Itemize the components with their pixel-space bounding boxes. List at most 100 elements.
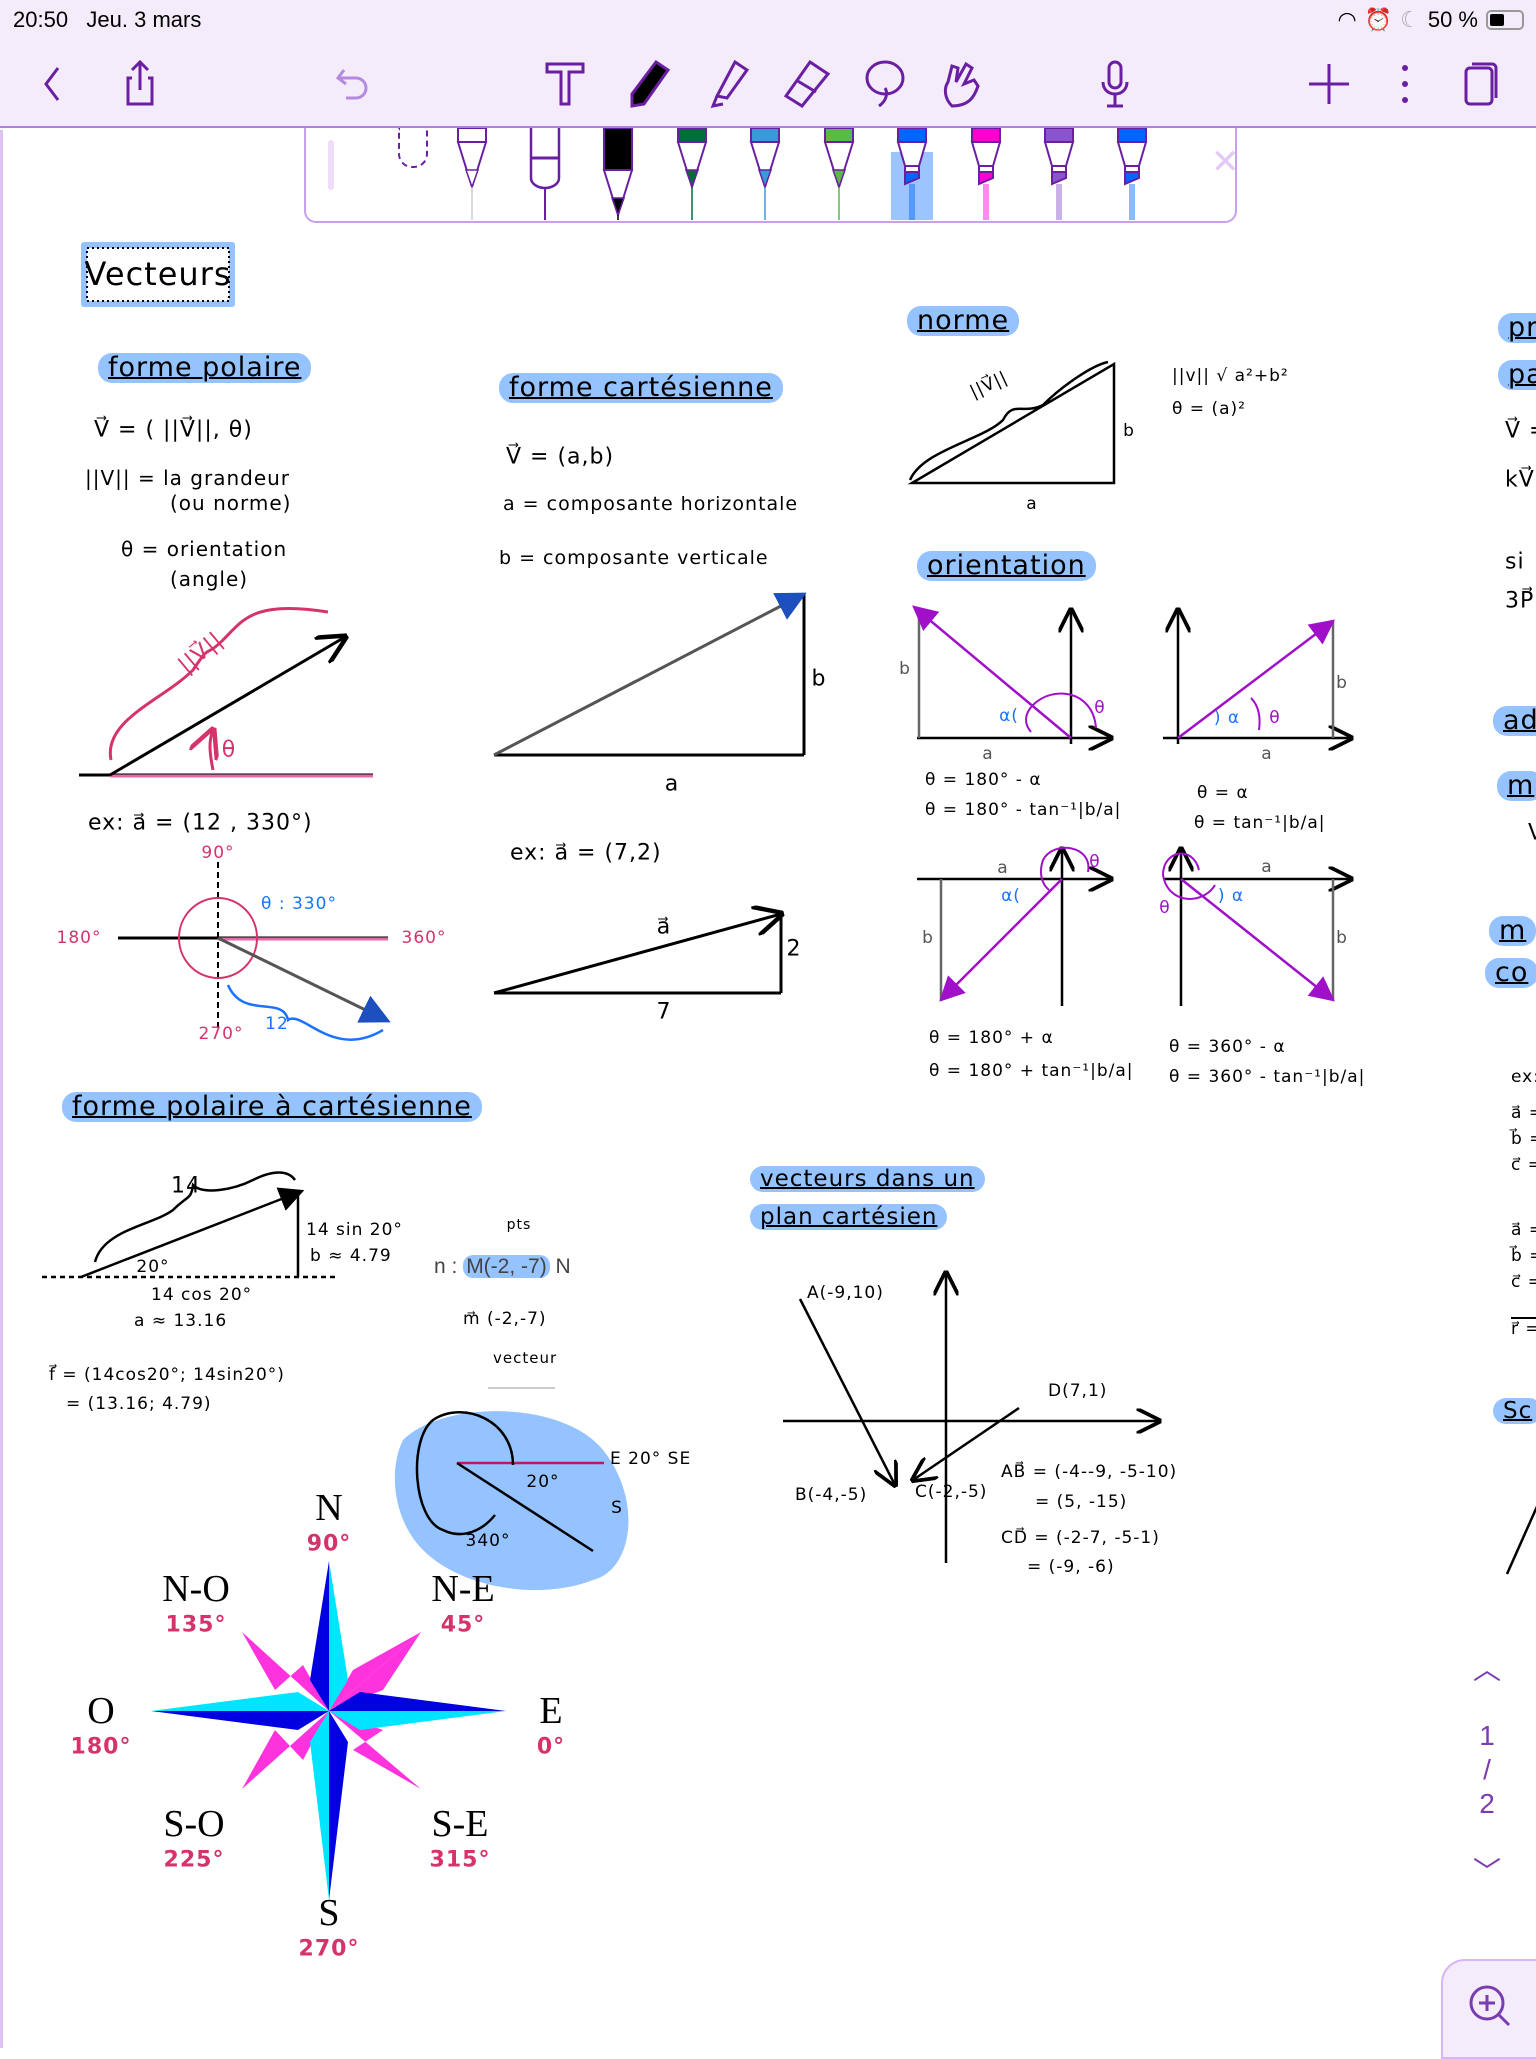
cart-def-a: a = composante horizontale: [503, 493, 799, 515]
pen-black-icon[interactable]: [595, 127, 641, 220]
header-polaire-a-cartesienne: forme polaire à cartésienne: [62, 1092, 482, 1122]
clipped-line: [1505, 1505, 1536, 1575]
zoom-in-icon: [1469, 1985, 1511, 2027]
add-icon[interactable]: [1301, 54, 1357, 114]
highlighter-blue-icon[interactable]: [889, 127, 935, 220]
zoom-button[interactable]: [1441, 1959, 1536, 2059]
norme-label-a: a: [1026, 494, 1038, 514]
clipped-header-ad: ad: [1493, 706, 1536, 736]
clipped-e6: c⃗ =: [1511, 1272, 1536, 1292]
pen-dark-green-icon[interactable]: [669, 127, 715, 220]
q3-theta: θ: [1089, 852, 1101, 872]
pen-green-icon[interactable]: [816, 127, 862, 220]
header-vecteurs-plan-2: plan cartésien: [750, 1204, 948, 1230]
q2-formula-1: θ = 180° - α: [925, 770, 1042, 790]
p2c-result-1: f⃗ = (14cos20°; 14sin20°): [49, 1365, 285, 1385]
tray-handle[interactable]: [328, 140, 334, 190]
text-icon[interactable]: [537, 54, 593, 114]
polar-def-norm-2: (ou norme): [170, 491, 292, 515]
q4-theta: θ: [1159, 898, 1171, 918]
vector-cd-1: CD⃗ = (-2-7, -5-1): [1001, 1528, 1160, 1548]
microphone-icon[interactable]: [1087, 54, 1143, 114]
q3-b: b: [922, 928, 934, 948]
compass-deg-n-o: 135°: [165, 1612, 227, 1638]
pen-icon[interactable]: [620, 54, 676, 114]
q4-formula-1: θ = 360° - α: [1169, 1037, 1286, 1057]
pages-icon[interactable]: [1452, 54, 1508, 114]
q3-alpha: α(: [1001, 886, 1021, 906]
q1-b: b: [1336, 673, 1348, 693]
point-line-suffix: N: [549, 1255, 571, 1278]
cartesian-plane: [783, 1273, 1159, 1563]
q3-a: a: [997, 858, 1009, 878]
cart-example: ex: a⃗ = (7,2): [510, 840, 662, 866]
compass-deg-s: 270°: [298, 1936, 360, 1962]
polar-theta-label: θ: [221, 737, 237, 763]
close-tray-icon[interactable]: ✕: [1211, 142, 1240, 182]
page-down-button[interactable]: ﹀: [1472, 1856, 1502, 1887]
q2-a: a: [982, 744, 994, 764]
highlighter-magenta-icon[interactable]: [963, 127, 1009, 220]
norme-triangle: [907, 360, 1116, 485]
clipped-l2: kV⃗: [1505, 467, 1535, 493]
clipped-l1: V⃗ =: [1505, 418, 1536, 444]
fineliner-gray-icon[interactable]: [449, 127, 495, 220]
highlighter-blue-2-icon[interactable]: [1109, 127, 1155, 220]
p2c-cos: 14 cos 20°: [151, 1285, 253, 1305]
undo-icon[interactable]: [324, 54, 380, 114]
clock: 20:50: [13, 7, 69, 32]
q4-formula-2: θ = 360° - tan⁻¹|b/a|: [1169, 1067, 1366, 1087]
compass-dir-e: E: [539, 1690, 563, 1732]
norme-label-b: b: [1123, 421, 1135, 441]
header-orientation: orientation: [917, 551, 1096, 581]
highlighter-icon[interactable]: [699, 54, 755, 114]
angle-90: 90°: [201, 843, 235, 863]
length-12: 12: [265, 1014, 289, 1034]
pts-label: pts: [506, 1217, 532, 1233]
page-title: Vecteurs: [84, 255, 232, 293]
p2c-b: b ≈ 4.79: [310, 1246, 392, 1266]
lasso-tool-slot[interactable]: [398, 128, 428, 168]
p2c-sin: 14 sin 20°: [306, 1220, 403, 1240]
handwritten-drawings: [42, 242, 1536, 1900]
pen-light-blue-icon[interactable]: [742, 127, 788, 220]
lasso-icon[interactable]: [857, 54, 913, 114]
angle-270: 270°: [198, 1024, 244, 1044]
cart-label-b: b: [811, 666, 827, 692]
p2c-length: 14: [171, 1173, 201, 1199]
angle-180: 180°: [56, 928, 102, 948]
header-norme: norme: [907, 306, 1020, 336]
eraser-icon[interactable]: [778, 54, 834, 114]
point-m-highlight: M(-2, -7): [463, 1255, 550, 1278]
hand-icon[interactable]: [934, 54, 990, 114]
pen-white-icon[interactable]: [522, 128, 568, 220]
compass-deg-s-e: 315°: [429, 1847, 491, 1873]
q1-alpha: ) α: [1213, 708, 1241, 728]
compass-dir-n-e: N-E: [431, 1568, 495, 1610]
polar-def-theta-2: (angle): [170, 567, 249, 591]
highlighter-purple-icon[interactable]: [1036, 127, 1082, 220]
compass-deg-n-e: 45°: [440, 1612, 486, 1638]
page-separator: /: [1483, 1754, 1491, 1785]
point-a: A(-9,10): [807, 1283, 884, 1303]
back-icon[interactable]: [24, 54, 80, 114]
cartesian-triangle: [493, 592, 807, 995]
date: Jeu. 3 mars: [86, 7, 202, 32]
clipped-header-pa: pa: [1498, 360, 1536, 390]
page-up-button[interactable]: ︿: [1472, 1654, 1502, 1685]
more-icon[interactable]: [1377, 54, 1433, 114]
cart-label-a: a: [664, 771, 680, 797]
point-c: C(-2,-5): [915, 1482, 988, 1502]
notebook-page[interactable]: ✕ Vecteurs forme polaire V⃗ = ( ||V⃗||, …: [0, 127, 1536, 2048]
q2-formula-2: θ = 180° - tan⁻¹|b/a|: [925, 800, 1122, 820]
pen-tray: ✕: [304, 127, 1240, 223]
q4-b: b: [1336, 928, 1348, 948]
theta-330: θ : 330°: [261, 894, 337, 914]
clipped-header-co: co: [1485, 958, 1536, 988]
vector-cd-2: = (-9, -6): [1027, 1557, 1115, 1577]
compass-deg-n: 90°: [306, 1531, 352, 1557]
q1-formula-1: θ = α: [1197, 783, 1249, 803]
cart-def-b: b = composante verticale: [499, 547, 769, 569]
share-icon[interactable]: [112, 54, 168, 114]
p2c-a: a ≈ 13.16: [134, 1311, 228, 1331]
